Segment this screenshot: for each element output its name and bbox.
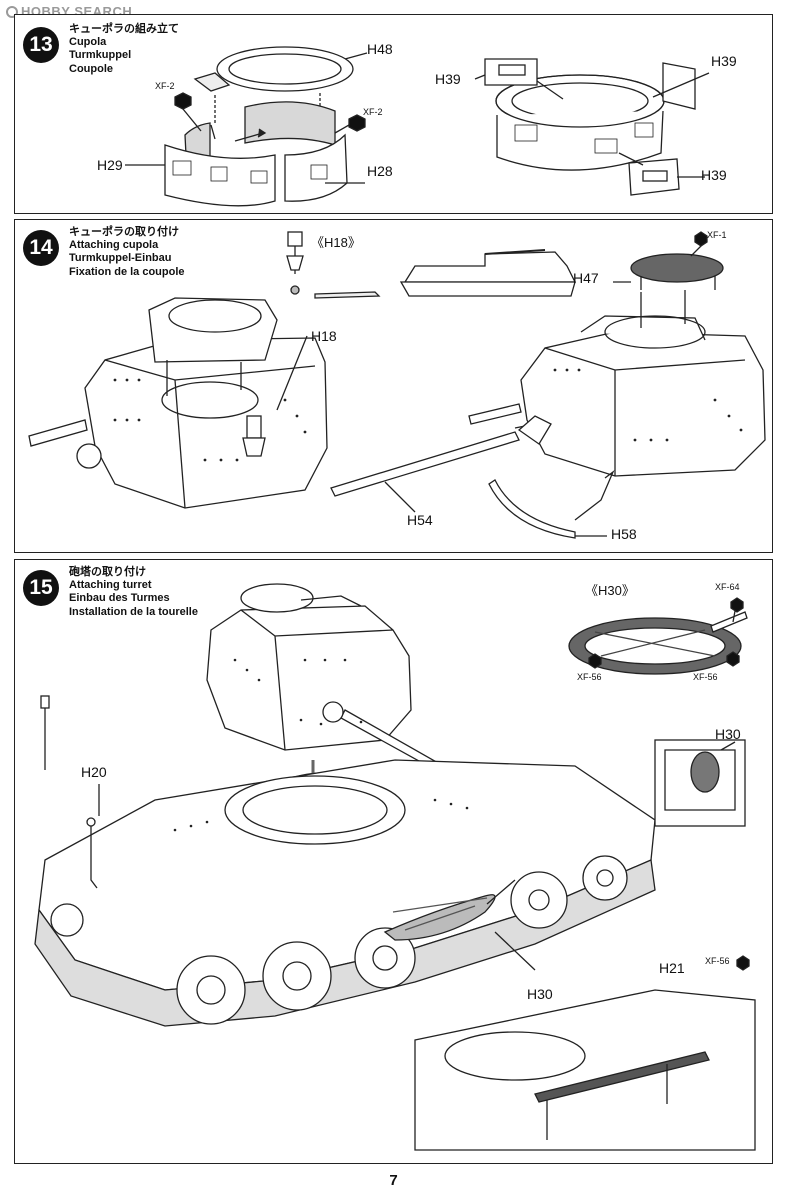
page-number: 7 <box>389 1172 398 1189</box>
part-label-h30: H30 <box>527 986 553 1002</box>
part-label-h18: H18 <box>311 328 337 344</box>
part-label-h47: H47 <box>573 270 599 286</box>
part-label-h39: H39 <box>435 71 461 87</box>
title-en: Cupola <box>69 36 107 49</box>
title-jp: 砲塔の取り付け <box>69 566 146 578</box>
subview-label: 《H18》 <box>311 235 361 250</box>
gear-icon <box>6 6 18 18</box>
part-label-h20: H20 <box>81 764 107 780</box>
paint-label-xf56: XF-56 <box>693 672 718 682</box>
step-13-panel: 13 キューポラの組み立て Cupola Turmkuppel Coupole <box>14 14 773 214</box>
step-14-panel: 14 キューポラの取り付け Attaching cupola Turmkuppe… <box>14 219 773 553</box>
title-fr: Fixation de la coupole <box>69 265 185 278</box>
paint-label-xf1: XF-1 <box>707 230 727 240</box>
step-title: キューポラの取り付け Attaching cupola Turmkuppel-E… <box>69 226 185 279</box>
paint-label-xf56: XF-56 <box>577 672 602 682</box>
title-en: Attaching cupola <box>69 239 159 252</box>
subview-label: 《H30》 <box>585 583 635 598</box>
part-label-h48: H48 <box>367 41 393 57</box>
turret-install-drawing <box>34 583 756 1151</box>
title-jp: キューポラの取り付け <box>69 226 179 238</box>
part-label-h30: H30 <box>715 726 741 742</box>
part-label-h54: H54 <box>407 512 433 528</box>
part-label-h39: H39 <box>701 167 727 183</box>
step-15-panel: 15 砲塔の取り付け Attaching turret Einbau des T… <box>14 559 773 1164</box>
step-number: 15 <box>23 570 59 606</box>
part-label-h21: H21 <box>659 960 685 976</box>
title-jp: キューポラの組み立て <box>69 23 179 35</box>
part-label-h28: H28 <box>367 163 393 179</box>
step-title: キューポラの組み立て Cupola Turmkuppel Coupole <box>69 23 179 76</box>
part-label-h29: H29 <box>97 157 123 173</box>
cupola-attach-drawing <box>28 231 766 539</box>
cupola-assembly-drawing <box>125 46 710 207</box>
step-title: 砲塔の取り付け Attaching turret Einbau des Turm… <box>69 566 198 619</box>
title-en: Attaching turret <box>69 579 152 592</box>
paint-label-xf64: XF-64 <box>715 582 740 592</box>
title-fr: Coupole <box>69 62 113 75</box>
part-label-h39: H39 <box>711 53 737 69</box>
title-de: Turmkuppel <box>69 49 132 62</box>
paint-label-xf2: XF-2 <box>363 107 383 117</box>
title-fr: Installation de la tourelle <box>69 605 198 618</box>
step-number: 13 <box>23 27 59 63</box>
paint-label-xf2: XF-2 <box>155 81 175 91</box>
part-label-h58: H58 <box>611 526 637 542</box>
step-number: 14 <box>23 230 59 266</box>
title-de: Einbau des Turmes <box>69 592 170 605</box>
paint-label-xf56: XF-56 <box>705 956 730 966</box>
title-de: Turmkuppel-Einbau <box>69 252 172 265</box>
